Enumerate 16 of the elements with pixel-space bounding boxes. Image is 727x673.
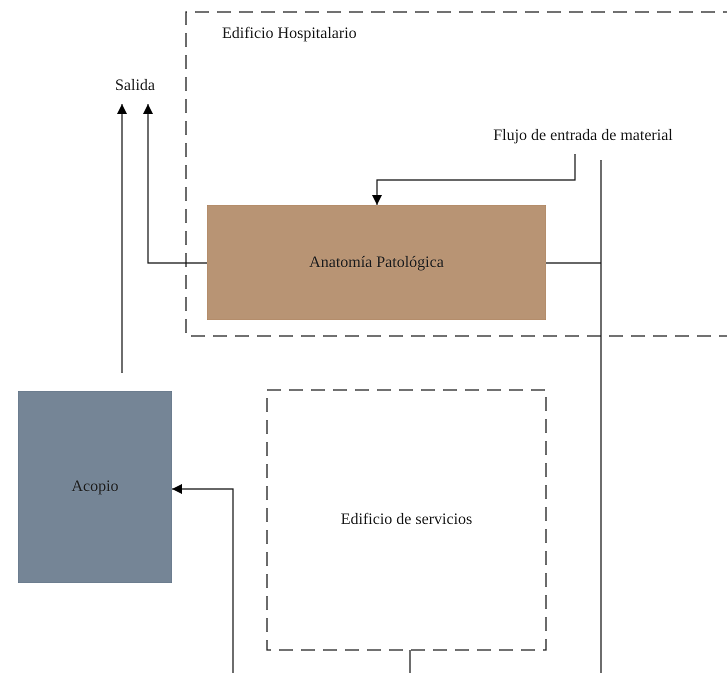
process-box [207, 205, 546, 320]
arrow [372, 154, 576, 205]
text-label: Salida [100, 68, 170, 104]
text-label: Flujo de entrada de material [456, 118, 710, 154]
dashed-zone [186, 12, 727, 336]
arrow [117, 104, 127, 373]
connector-line [545, 159, 602, 673]
node-label: Anatomía Patológica [309, 252, 444, 272]
process-box [18, 391, 172, 583]
node-label: Edificio de servicios [340, 510, 472, 530]
node-label: Acopio [71, 477, 119, 497]
dashed-zone [267, 390, 546, 650]
arrow [143, 104, 207, 264]
connector-line [409, 650, 411, 673]
node-label: Edificio Hospitalario [222, 24, 357, 44]
arrow [172, 484, 234, 673]
